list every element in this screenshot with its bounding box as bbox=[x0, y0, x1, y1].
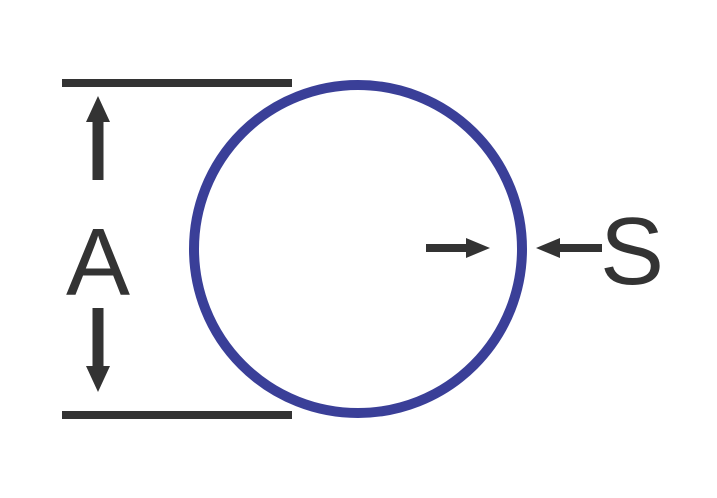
dimension-s-outer-arrowhead bbox=[536, 238, 560, 258]
dimension-a-lower-arrowhead bbox=[86, 366, 110, 392]
ring-circle bbox=[189, 80, 527, 418]
dimension-a-label: A bbox=[66, 209, 130, 316]
dimension-s-label: S bbox=[600, 198, 664, 305]
dimension-a-upper-arrowhead bbox=[86, 96, 110, 122]
dimension-s-inner-arrowhead bbox=[466, 238, 490, 258]
